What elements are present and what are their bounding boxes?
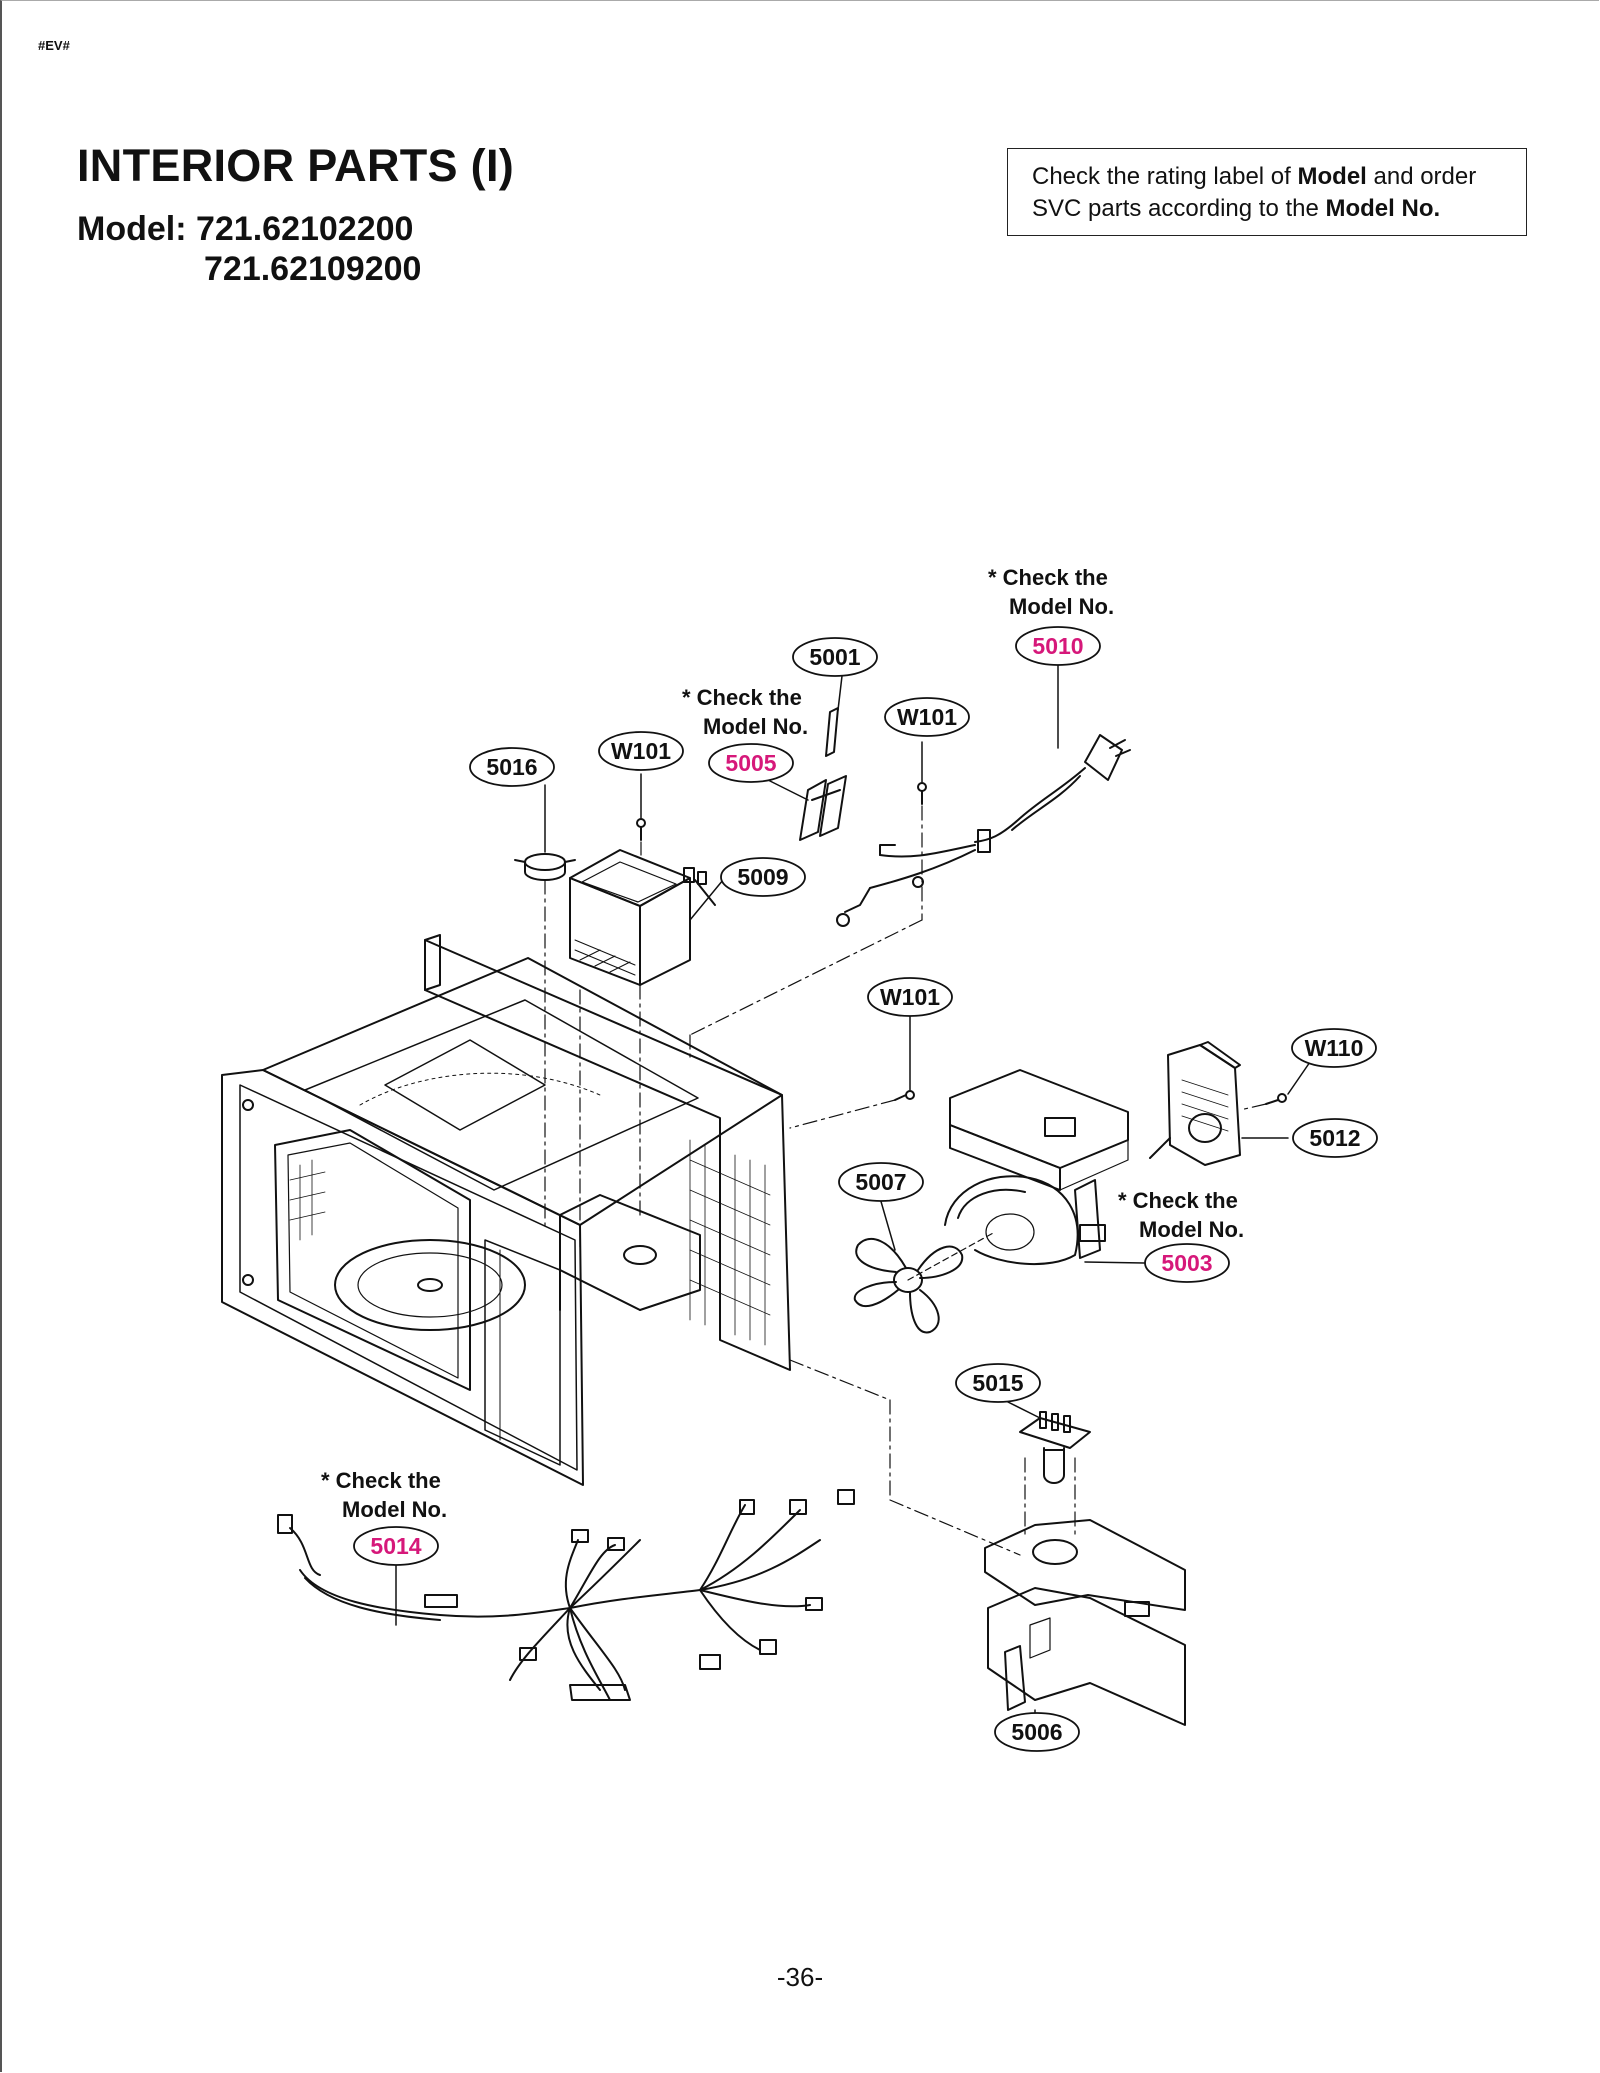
svg-text:5016: 5016 [486, 754, 537, 780]
part-5003-fan-duct-bracket [944, 1069, 1129, 1265]
document-tag: #EV# [38, 38, 70, 53]
part-5009-transformer [569, 849, 716, 986]
svg-text:5003: 5003 [1161, 1250, 1212, 1276]
svg-text:W101: W101 [880, 984, 940, 1010]
part-5005-fuse-holder [799, 775, 847, 841]
svg-text:5005: 5005 [725, 750, 776, 776]
svg-text:5009: 5009 [737, 864, 788, 890]
callout-5006: 5006 [994, 1712, 1080, 1752]
check-model-note-5003: * Check the Model No. [1118, 1188, 1244, 1242]
part-5010-power-cord [836, 734, 1131, 927]
svg-text:* Check the: * Check the [1118, 1188, 1238, 1213]
callout-5014: 5014 [353, 1526, 439, 1566]
note-bold-model: Model [1297, 163, 1367, 190]
callout-w110: W110 [1291, 1028, 1377, 1068]
callout-5005: 5005 [708, 743, 794, 783]
svg-text:* Check the: * Check the [988, 565, 1108, 590]
svg-text:5014: 5014 [370, 1533, 421, 1559]
callout-5012: 5012 [1292, 1118, 1378, 1158]
callout-w101-middle: W101 [867, 977, 953, 1017]
screw-w110 [1265, 1093, 1287, 1105]
svg-text:Model No.: Model No. [1009, 594, 1114, 619]
callout-leader-lines [395, 664, 1311, 1719]
assembly-guide-lines [544, 805, 1267, 1556]
rating-label-note: Check the rating label of Model and orde… [1007, 148, 1527, 236]
svg-text:5006: 5006 [1011, 1719, 1062, 1745]
svg-text:Model No.: Model No. [1139, 1217, 1244, 1242]
svg-text:W110: W110 [1305, 1035, 1364, 1061]
page-number: -36- [776, 1962, 824, 1992]
svg-text:5012: 5012 [1309, 1125, 1360, 1151]
svg-text:W101: W101 [897, 704, 957, 730]
part-5015-lamp [1019, 1411, 1091, 1484]
svg-text:5010: 5010 [1032, 633, 1083, 659]
screws-w101 [636, 782, 927, 1101]
callout-5015: 5015 [955, 1363, 1041, 1403]
svg-text:5007: 5007 [855, 1169, 906, 1195]
part-5007-fan-blade [853, 1231, 996, 1334]
svg-text:Model No.: Model No. [342, 1497, 447, 1522]
callout-5007: 5007 [838, 1162, 924, 1202]
svg-text:5001: 5001 [809, 644, 860, 670]
check-model-note-5014: * Check the Model No. [321, 1468, 447, 1522]
svg-text:5015: 5015 [972, 1370, 1023, 1396]
callout-5001: 5001 [792, 637, 878, 677]
svg-text:* Check the: * Check the [321, 1468, 441, 1493]
oven-cavity-chassis [221, 934, 791, 1486]
svg-text:W101: W101 [611, 738, 671, 764]
callout-5003: 5003 [1144, 1243, 1230, 1283]
callout-5009: 5009 [720, 857, 806, 897]
model-number-2: 721.62109200 [204, 250, 422, 288]
model-number-1: Model: 721.62102200 [77, 210, 414, 248]
check-model-note-5010: * Check the Model No. [988, 565, 1114, 619]
callout-5016: 5016 [469, 747, 555, 787]
note-text-2: and order SVC parts according to the [1032, 163, 1477, 222]
callout-w101-top-right: W101 [884, 697, 970, 737]
callout-w101-top-left: W101 [598, 731, 684, 771]
part-5016-thermostat [514, 853, 576, 881]
callout-5010: 5010 [1015, 626, 1101, 666]
part-5006-air-guide [984, 1519, 1186, 1726]
note-bold-model-no: Model No. [1325, 195, 1441, 222]
part-5012-fan-motor [1149, 1041, 1241, 1166]
note-text-1: Check the rating label of [1032, 163, 1298, 190]
page-title: INTERIOR PARTS (I) [77, 140, 515, 191]
part-5014-wire-harness [277, 1489, 855, 1701]
svg-text:Model No.: Model No. [703, 714, 808, 739]
check-model-note-5005: * Check the Model No. [682, 685, 808, 739]
part-5001-fuse [825, 707, 839, 757]
svg-text:* Check the: * Check the [682, 685, 802, 710]
